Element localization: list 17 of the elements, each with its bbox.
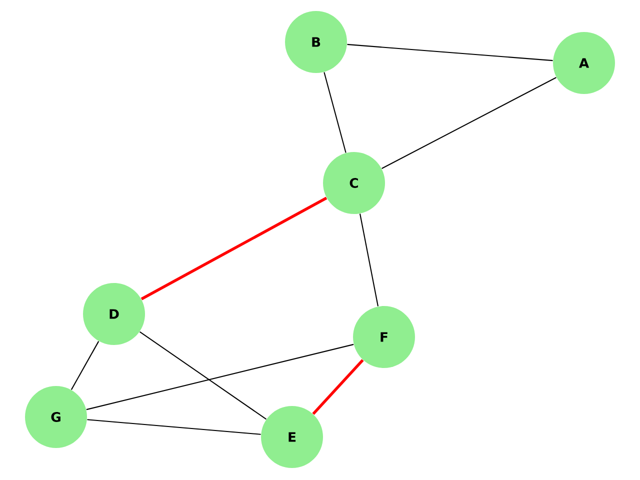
- graph-node: D: [83, 283, 145, 345]
- edge-line: [347, 44, 553, 62]
- graph-node: F: [353, 306, 415, 368]
- graph-node: A: [553, 32, 615, 94]
- graph-node: E: [261, 406, 323, 468]
- edge-line: [324, 72, 346, 153]
- edge-line: [86, 344, 354, 410]
- edge-line: [382, 77, 556, 169]
- graph-node: B: [285, 11, 347, 73]
- edge-line: [312, 359, 364, 415]
- edge-line: [87, 419, 261, 435]
- graph-node: C: [323, 152, 385, 214]
- edge-line: [140, 196, 328, 300]
- graph-node: G: [25, 386, 87, 448]
- edge-line: [140, 331, 267, 420]
- edge-line: [70, 341, 100, 390]
- edge-line: [359, 214, 379, 306]
